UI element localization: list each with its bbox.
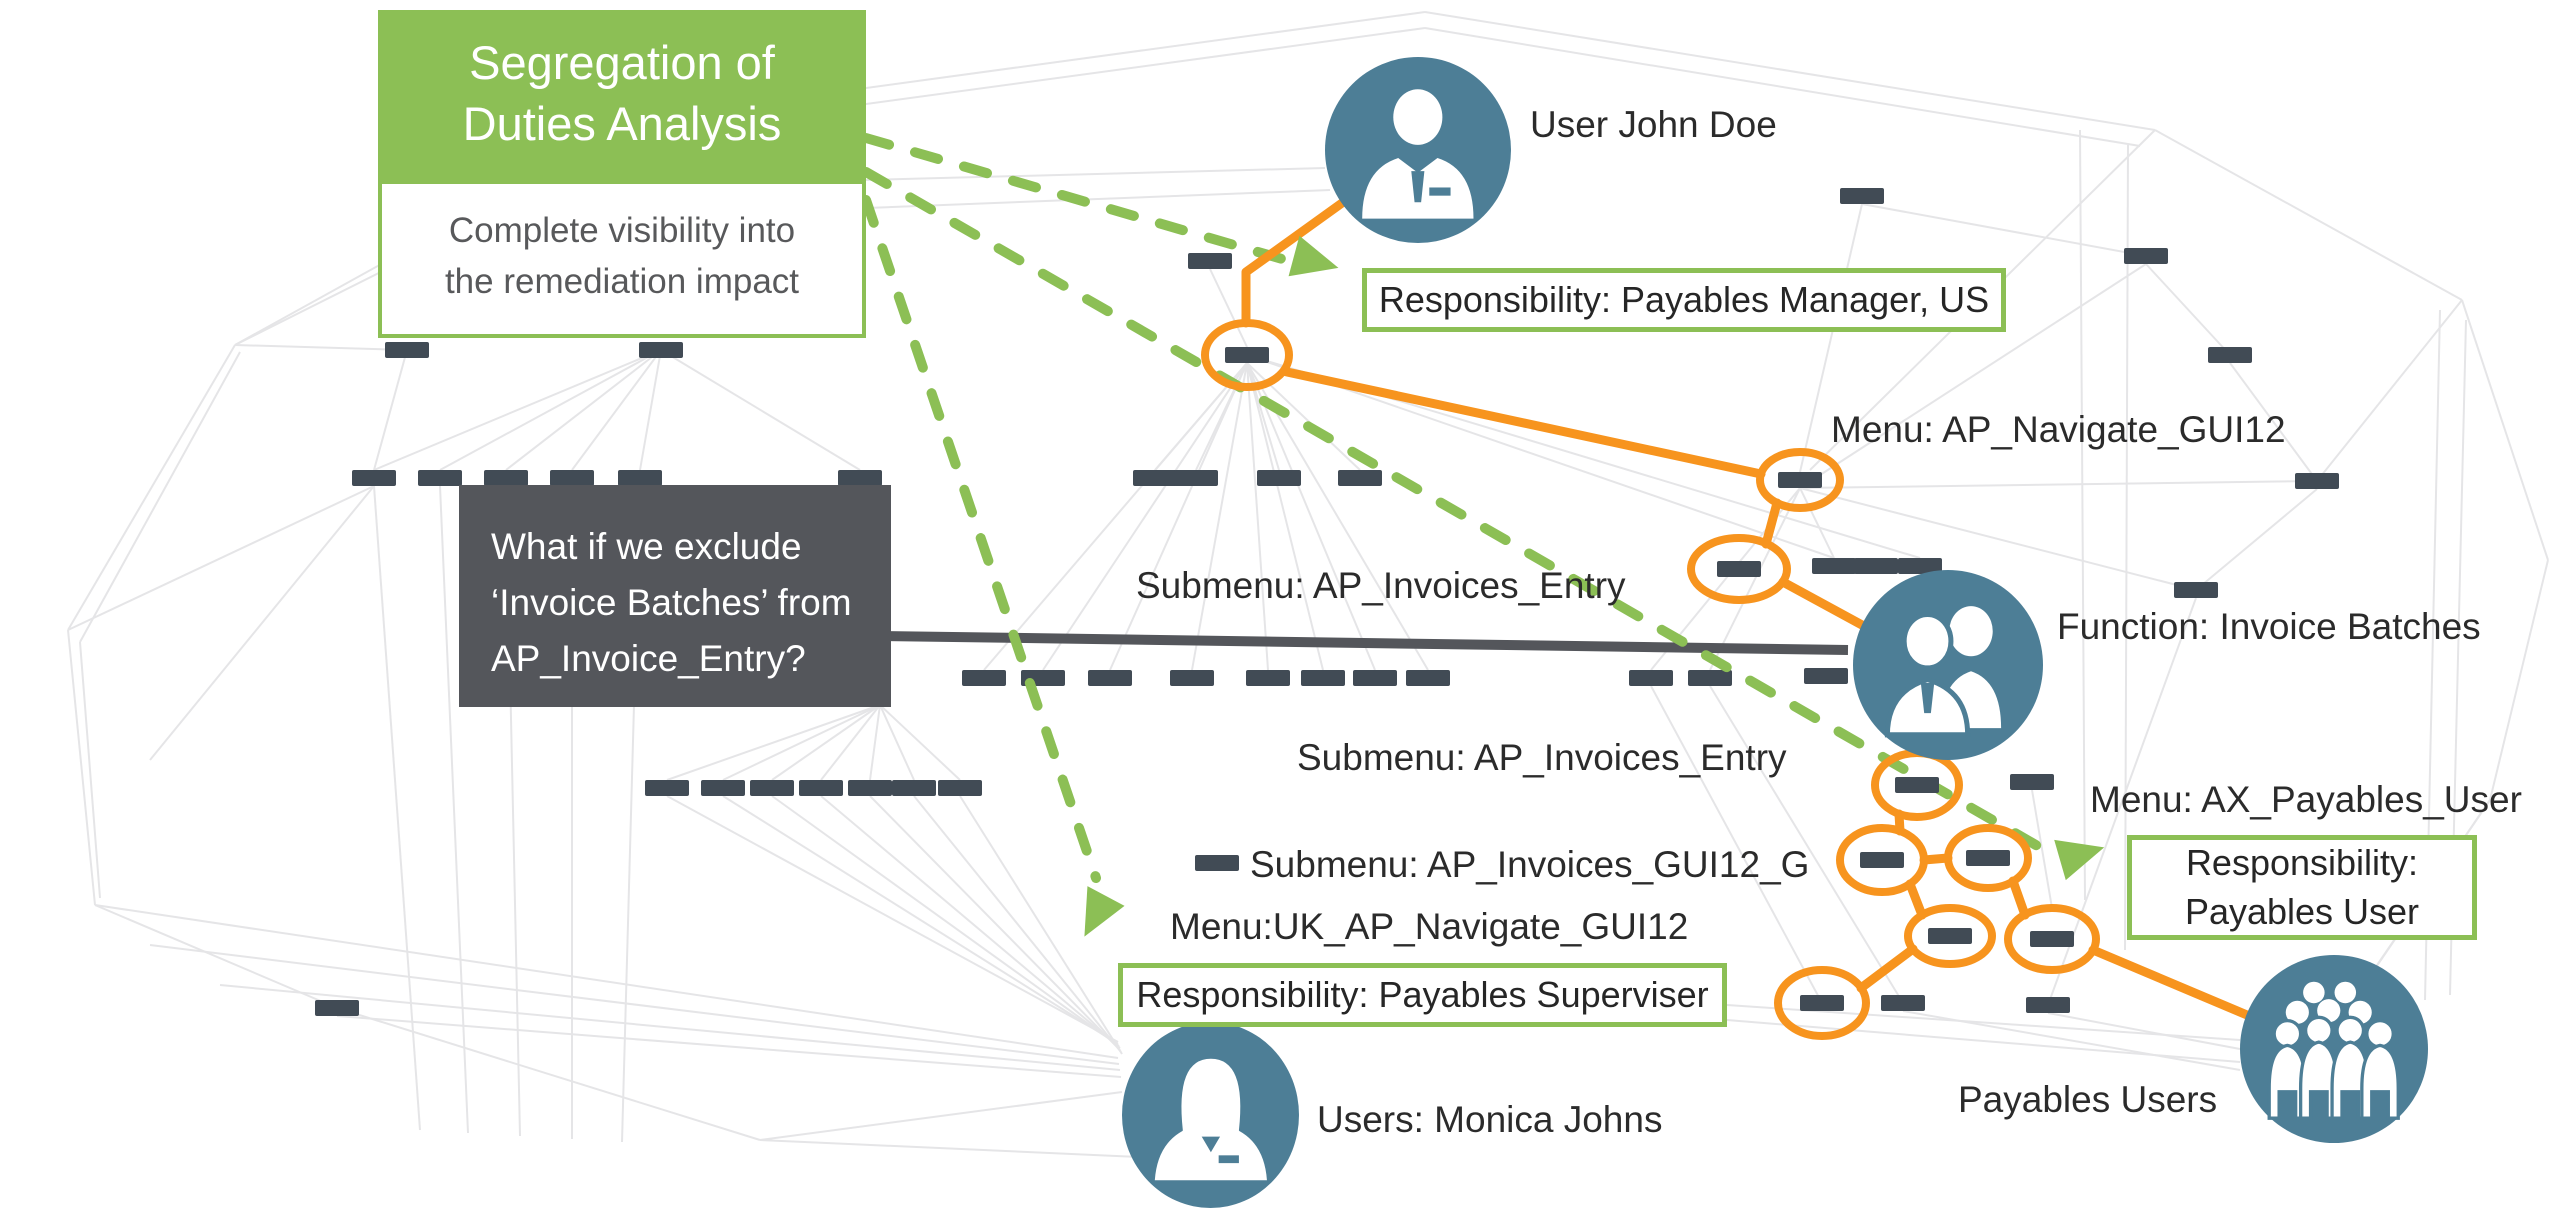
subtitle-line2: the remediation impact [444, 261, 800, 301]
title-line2: Duties Analysis [462, 97, 782, 151]
users-monica-johns-label: Users: Monica Johns [1317, 1099, 1663, 1140]
user-john-doe-label: User John Doe [1530, 104, 1777, 145]
menu-uk-ap-navigate-label: Menu:UK_AP_Navigate_GUI12 [1170, 906, 1689, 947]
question-line2: ‘Invoice Batches’ from [491, 582, 852, 624]
businessman-icon [1362, 89, 1474, 219]
responsibility-payables-superviser-box: Responsibility: Payables Superviser [1118, 963, 1727, 1027]
resp-user-line2: Payables User [2184, 890, 2420, 932]
title-box: Segregation of Duties Analysis [378, 10, 866, 180]
question-line1: What if we exclude [491, 526, 802, 567]
subtitle-line1: Complete visibility into [448, 211, 796, 250]
payables-users-label: Payables Users [1958, 1079, 2218, 1120]
submenu-invoices-gui12g-label: Submenu: AP_Invoices_GUI12_G [1250, 844, 1810, 885]
two-people-icon [1885, 606, 2002, 738]
menu-ap-navigate-label: Menu: AP_Navigate_GUI12 [1831, 409, 2286, 450]
responsibility-payables-user-box: Responsibility: Payables User [2127, 835, 2477, 940]
responsibility-payables-manager-box: Responsibility: Payables Manager, US [1362, 268, 2006, 332]
monica-avatar [1122, 1022, 1299, 1208]
businesswoman-icon [1154, 1058, 1267, 1181]
function-avatar [1853, 570, 2043, 760]
what-if-question-box: What if we exclude ‘Invoice Batches’ fro… [459, 485, 891, 707]
subtitle-box: Complete visibility into the remediation… [378, 180, 866, 338]
resp-user-line1: Responsibility: [2185, 841, 2419, 883]
people-crowd-icon [2267, 981, 2401, 1121]
user-avatar [1325, 57, 1511, 243]
payables-users-avatar [2240, 955, 2428, 1143]
submenu-invoices-entry-label-2: Submenu: AP_Invoices_Entry [1297, 737, 1787, 778]
function-invoice-batches-label: Function: Invoice Batches [2057, 606, 2481, 647]
question-line3: AP_Invoice_Entry? [491, 638, 806, 680]
menu-ax-payables-user-label: Menu: AX_Payables_User [2090, 779, 2522, 820]
submenu-invoices-entry-label-1: Submenu: AP_Invoices_Entry [1136, 565, 1626, 606]
title-line1: Segregation of [469, 36, 775, 89]
